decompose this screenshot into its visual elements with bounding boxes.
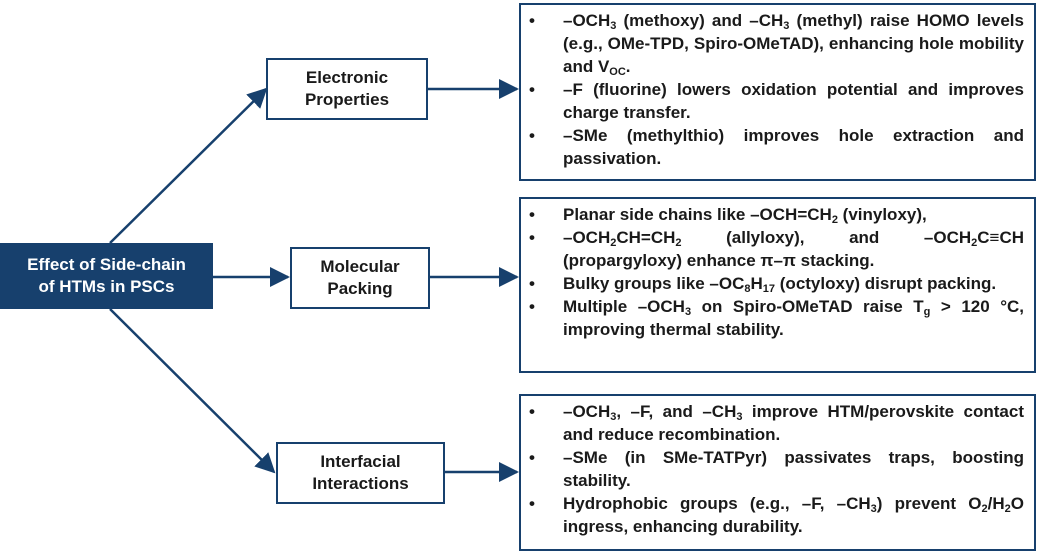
- item-text: –F (fluorine) lowers oxidation potential…: [563, 80, 1024, 122]
- subscript-text: 3: [736, 411, 743, 423]
- item-text: .: [625, 57, 631, 76]
- list-item: • –SMe (in SMe-TATPyr) passivates traps, …: [529, 446, 1024, 492]
- detail-list: •–OCH3 (methoxy) and –CH3 (methyl) raise…: [529, 9, 1024, 170]
- bullet-marker: •: [529, 494, 535, 513]
- electronic-properties-details: •–OCH3 (methoxy) and –CH3 (methyl) raise…: [519, 3, 1036, 181]
- subscript-text: g: [923, 306, 931, 318]
- item-text: Hydrophobic groups (e.g., –F, –CH: [563, 494, 871, 513]
- root-node: Effect of Side-chain of HTMs in PSCs: [0, 243, 213, 309]
- list-item: • –SMe (methylthio) improves hole extract…: [529, 124, 1024, 170]
- item-text: (methyl) raise HOMO levels (e.g., OMe-TP…: [563, 11, 1024, 76]
- item-text: H: [750, 274, 763, 293]
- item-text: CH=CH: [616, 228, 676, 247]
- item-text: Planar side chains like –OCH=CH: [563, 205, 832, 224]
- list-item: • Hydrophobic groups (e.g., –F, –CH3) pre…: [529, 492, 1024, 538]
- item-text: Multiple –OCH: [563, 297, 685, 316]
- subscript-text: 3: [610, 20, 617, 32]
- item-text: > 120 °C, improving thermal stability.: [563, 297, 1025, 339]
- item-text: O ingress, enhancing durability.: [563, 494, 1024, 536]
- item-text: ) prevent O: [876, 494, 982, 513]
- item-text: Bulky groups like –OC: [563, 274, 745, 293]
- subscript-text: 3: [783, 20, 790, 32]
- subscript-text: 8: [744, 283, 751, 295]
- arrow-root-to-interfacial: [109, 308, 276, 474]
- node-label-line1: Electronic: [305, 68, 389, 87]
- molecular-packing-details: •Planar side chains like –OCH=CH2 (vinyl…: [519, 197, 1036, 373]
- subscript-text: OC: [609, 66, 626, 78]
- item-text: (allyloxy), and –OCH: [681, 228, 972, 247]
- item-text: , –F, and –CH: [616, 402, 737, 421]
- bullet-marker: •: [529, 228, 535, 247]
- bullet-marker: •: [529, 205, 535, 224]
- interfacial-interactions-details: •–OCH3, –F, and –CH3 improve HTM/perovsk…: [519, 394, 1036, 551]
- arrow-root-to-electronic: [109, 87, 268, 244]
- subscript-text: 2: [675, 237, 682, 249]
- node-label-line1: Interfacial: [320, 452, 401, 471]
- bullet-marker: •: [529, 80, 535, 99]
- subscript-text: 3: [610, 411, 617, 423]
- list-item: •–OCH2CH=CH2 (allyloxy), and –OCH2C≡CH (…: [529, 226, 1024, 272]
- bullet-marker: •: [529, 448, 535, 467]
- interfacial-interactions-node: Interfacial Interactions: [276, 442, 445, 504]
- electronic-properties-node: Electronic Properties: [266, 58, 428, 120]
- list-item: •–OCH3 (methoxy) and –CH3 (methyl) raise…: [529, 9, 1024, 78]
- subscript-text: 17: [762, 283, 776, 295]
- subscript-text: 2: [831, 214, 838, 226]
- item-text: –SMe (methylthio) improves hole extracti…: [563, 126, 1024, 168]
- item-text: (octyloxy) disrupt packing.: [775, 274, 997, 293]
- list-item: • –F (fluorine) lowers oxidation potentia…: [529, 78, 1024, 124]
- item-text: –OCH: [563, 11, 611, 30]
- list-item: • Multiple –OCH3 on Spiro-OMeTAD raise Tg…: [529, 295, 1024, 341]
- item-text: –OCH: [563, 402, 611, 421]
- subscript-text: 2: [981, 503, 988, 515]
- subscript-text: 2: [610, 237, 617, 249]
- bullet-marker: •: [529, 402, 535, 421]
- node-label-line2: Interactions: [312, 474, 409, 493]
- item-text: /H: [987, 494, 1005, 513]
- item-text: C≡CH (propargyloxy) enhance π–π stacking…: [563, 228, 1024, 270]
- detail-list: •–OCH3, –F, and –CH3 improve HTM/perovsk…: [529, 400, 1024, 538]
- bullet-marker: •: [529, 274, 535, 293]
- item-text: –OCH: [563, 228, 611, 247]
- bullet-marker: •: [529, 297, 535, 316]
- subscript-text: 2: [971, 237, 978, 249]
- item-text: improve HTM/perovskite contact and reduc…: [563, 402, 1024, 444]
- detail-list: •Planar side chains like –OCH=CH2 (vinyl…: [529, 203, 1024, 341]
- root-title-line1: Effect of Side-chain: [27, 255, 186, 274]
- root-title-line2: of HTMs in PSCs: [38, 277, 175, 296]
- subscript-text: 3: [870, 503, 877, 515]
- subscript-text: 3: [684, 306, 692, 318]
- item-text: on Spiro-OMeTAD raise T: [691, 297, 924, 316]
- node-label-line2: Packing: [327, 279, 393, 298]
- item-text: (vinyloxy),: [837, 205, 927, 224]
- item-text: (methoxy) and –CH: [616, 11, 784, 30]
- subscript-text: 2: [1004, 503, 1011, 515]
- item-text: –SMe (in SMe-TATPyr) passivates traps, b…: [563, 448, 1024, 490]
- list-item: •–OCH3, –F, and –CH3 improve HTM/perovsk…: [529, 400, 1024, 446]
- molecular-packing-node: Molecular Packing: [290, 247, 430, 309]
- bullet-marker: •: [529, 11, 535, 30]
- node-label-line2: Properties: [304, 90, 390, 109]
- bullet-marker: •: [529, 126, 535, 145]
- list-item: • Planar side chains like –OCH=CH2 (vinyl…: [529, 203, 1024, 226]
- node-label-line1: Molecular: [320, 257, 400, 276]
- list-item: • Bulky groups like –OC8H17 (octyloxy) di…: [529, 272, 1024, 295]
